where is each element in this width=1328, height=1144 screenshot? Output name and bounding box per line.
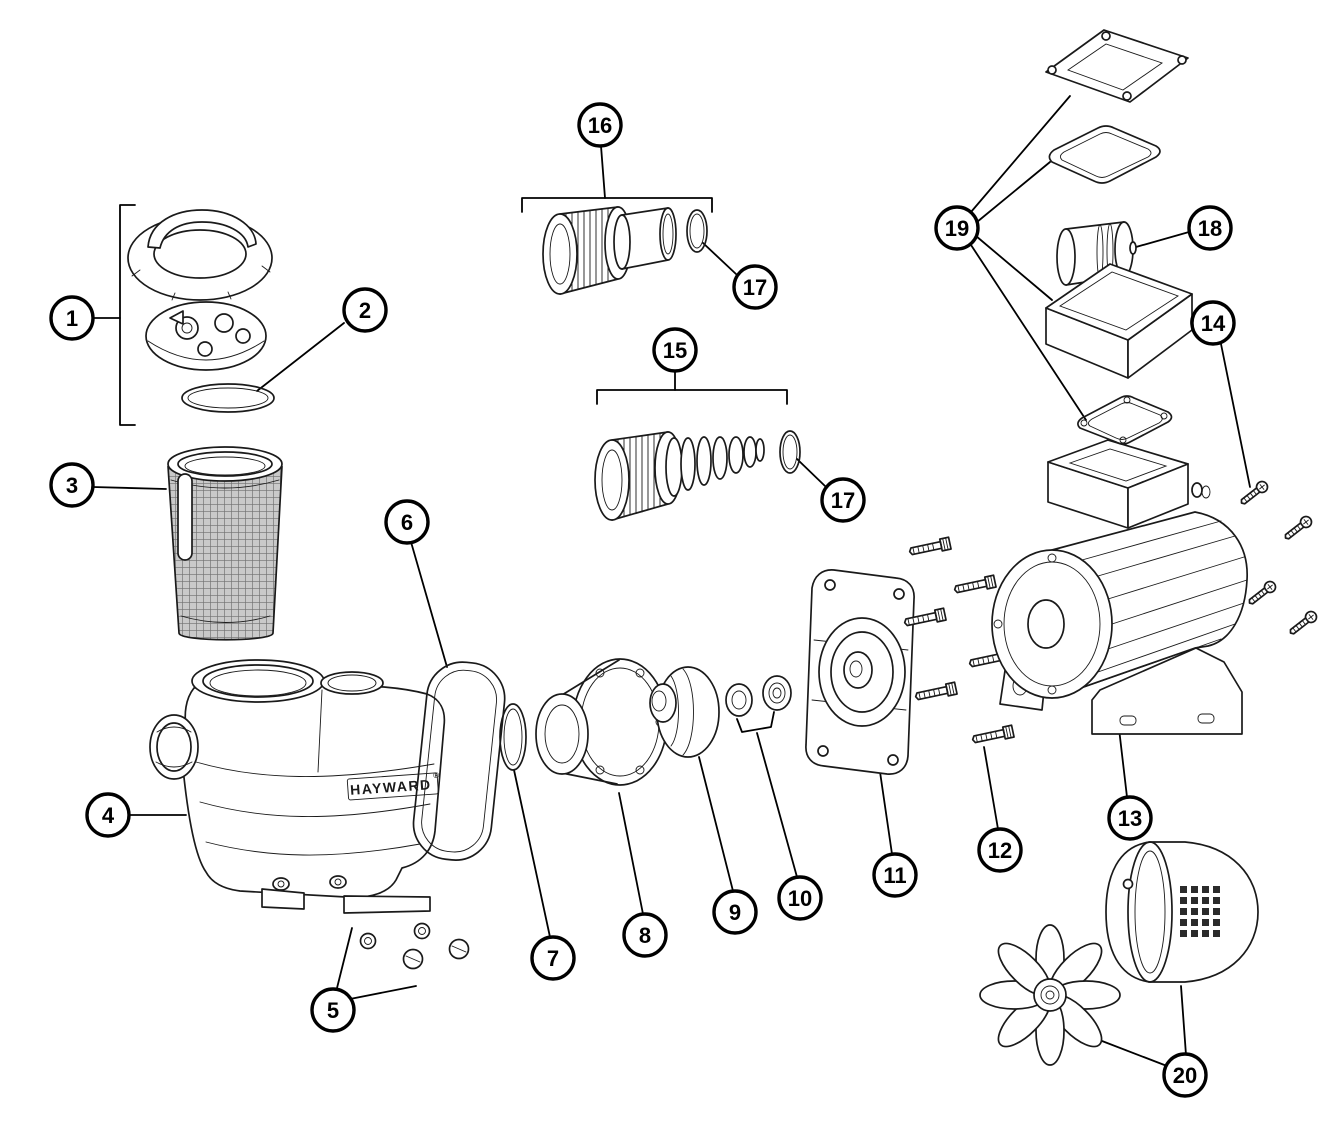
- callout-number: 9: [729, 900, 741, 925]
- seal-plate: [805, 569, 915, 775]
- callout-12: 12: [977, 827, 1023, 873]
- callout-11: 11: [872, 852, 918, 898]
- diffuser: [535, 658, 668, 786]
- vent-grid: [1180, 886, 1220, 937]
- callout-number: 14: [1201, 311, 1226, 336]
- callout-number: 6: [401, 510, 413, 535]
- registered-mark: ®: [433, 771, 440, 780]
- callout-14: 14: [1190, 300, 1236, 346]
- callout-number: 19: [945, 216, 969, 241]
- callout-number: 7: [547, 946, 559, 971]
- callout-number: 8: [639, 923, 651, 948]
- callout-18: 18: [1187, 205, 1233, 251]
- callout-20: 20: [1162, 1052, 1208, 1098]
- pump-lid-assembly: [127, 209, 273, 371]
- callout-6: 6: [384, 499, 430, 545]
- junction-box-set: [1045, 29, 1217, 445]
- impeller: [649, 666, 720, 758]
- callout-8: 8: [622, 912, 668, 958]
- callout-19: 19: [934, 205, 980, 251]
- callout-number: 2: [359, 298, 371, 323]
- callout-17: 17: [732, 264, 778, 310]
- fan-and-shroud: [979, 841, 1259, 1066]
- callout-1: 1: [49, 295, 95, 341]
- diffuser-oring: [499, 703, 527, 771]
- callout-10: 10: [777, 875, 823, 921]
- callout-13: 13: [1107, 795, 1153, 841]
- callout-number: 5: [327, 998, 339, 1023]
- callout-number: 3: [66, 473, 78, 498]
- callout-17: 17: [820, 477, 866, 523]
- motor-fan: [979, 924, 1121, 1066]
- callout-5: 5: [310, 987, 356, 1033]
- callout-15: 15: [652, 327, 698, 373]
- motor-end-cover: [1105, 841, 1259, 983]
- callout-number: 12: [988, 838, 1012, 863]
- callout-number: 4: [102, 803, 115, 828]
- motor-screws: [1237, 478, 1320, 639]
- callout-16: 16: [577, 102, 623, 148]
- callout-number: 1: [66, 306, 78, 331]
- lid-oring: [181, 383, 275, 413]
- hose-adapter: [594, 431, 765, 521]
- callout-3: 3: [49, 462, 95, 508]
- shaft-seal: [725, 675, 792, 717]
- drain-plug-hardware: [359, 922, 470, 970]
- callout-number: 18: [1198, 216, 1222, 241]
- strainer-basket: [167, 446, 283, 641]
- callout-number: 16: [588, 113, 612, 138]
- callout-number: 15: [663, 338, 687, 363]
- callout-7: 7: [530, 935, 576, 981]
- callout-number: 17: [743, 275, 767, 300]
- hose-oring: [779, 430, 801, 474]
- callout-number: 20: [1173, 1063, 1197, 1088]
- union-oring: [686, 209, 708, 253]
- callout-number: 13: [1118, 806, 1142, 831]
- union-connector: [542, 206, 677, 295]
- callout-4: 4: [85, 792, 131, 838]
- callout-number: 10: [788, 886, 812, 911]
- callout-number: 17: [831, 488, 855, 513]
- brand-label: HAYWARD: [350, 776, 432, 798]
- housing-gasket: [412, 661, 506, 861]
- brand-plate: HAYWARD ®: [346, 771, 440, 801]
- leader-lines: [92, 95, 1251, 1067]
- callout-number: 11: [883, 863, 906, 888]
- pump-housing: HAYWARD ®: [149, 659, 446, 914]
- motor: [991, 439, 1248, 735]
- callout-9: 9: [712, 889, 758, 935]
- callout-2: 2: [342, 287, 388, 333]
